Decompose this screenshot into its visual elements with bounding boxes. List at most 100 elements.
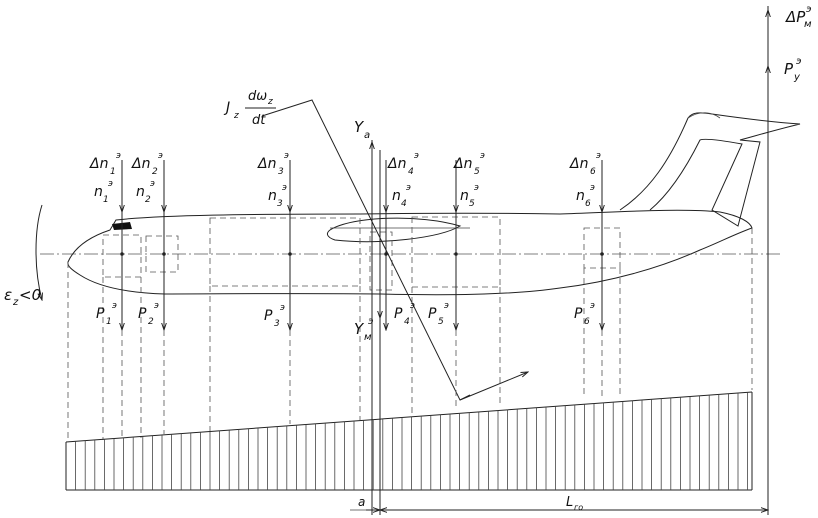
svg-text:э: э [108,179,113,189]
tail-tip [687,112,721,119]
svg-text:Δn: Δn [569,156,588,172]
svg-text:L: L [566,495,573,510]
load-distribution [65,391,753,491]
svg-text:э: э [368,316,374,327]
svg-text:3: 3 [274,319,280,329]
svg-text:P: P [96,306,105,322]
svg-text:6: 6 [584,317,590,327]
station-1-labels: Δn 1 э n 1 э P 1 э [89,151,121,327]
svg-text:Δn: Δn [387,156,406,172]
label-dpm: ΔP м э [785,4,812,30]
svg-text:1: 1 [103,195,109,205]
svg-text:э: э [796,56,802,67]
label-ym: Y м э [354,316,374,343]
svg-text:J: J [223,100,230,116]
svg-text:6: 6 [590,167,596,177]
svg-text:Δn: Δn [257,156,276,172]
station-force-lines [121,160,603,330]
svg-text:Y: Y [354,320,365,338]
svg-text:dt: dt [252,113,266,128]
svg-text:Δn: Δn [453,156,472,172]
svg-text:Y: Y [354,118,365,136]
svg-text:э: э [590,183,595,193]
label-ya: Y a [354,118,370,141]
label-eps: ε z <0 [4,286,41,308]
svg-text:ε: ε [4,286,12,304]
station-5-labels: Δn 5 э n 5 э P 5 э [428,151,485,327]
svg-text:Δn: Δn [89,156,108,172]
svg-text:э: э [280,303,285,313]
svg-text:z: z [233,111,239,121]
svg-text:э: э [406,183,411,193]
svg-text:z: z [267,97,273,107]
moment-line [261,99,471,401]
svg-text:4: 4 [408,167,414,177]
svg-text:2: 2 [145,195,151,205]
svg-text:<0: <0 [19,286,41,304]
svg-text:n: n [460,188,469,204]
tail-fin [619,112,801,227]
svg-text:э: э [158,151,163,161]
label-l: L го [566,495,583,512]
svg-text:1: 1 [110,167,116,177]
svg-text:5: 5 [438,317,444,327]
svg-text:z: z [12,297,19,308]
svg-text:P: P [428,306,437,322]
svg-text:м: м [364,332,372,343]
label-a: a [358,495,365,509]
station-labels: Δn 1 э n 1 э P 1 э Δn 2 э n 2 э P 2 э Δn… [89,151,601,329]
moment-arrow [459,372,528,401]
wing-outline [326,217,462,243]
svg-text:a: a [364,130,370,141]
svg-text:э: э [596,151,601,161]
svg-text:у: у [793,72,801,83]
svg-text:э: э [150,179,155,189]
svg-text:го: го [574,503,583,512]
projection-lines [67,228,753,442]
svg-text:P: P [784,60,794,78]
svg-text:1: 1 [106,317,112,327]
svg-text:2: 2 [152,167,158,177]
station-arrows [122,198,602,330]
fuselage-outline [67,209,753,296]
svg-text:dω: dω [248,89,267,104]
label-moment: J z dω z dt [223,89,276,128]
svg-text:4: 4 [401,199,407,209]
svg-text:P: P [394,306,403,322]
svg-text:4: 4 [404,317,410,327]
svg-text:э: э [590,301,595,311]
station-4-labels: Δn 4 э n 4 э P 4 э [387,151,419,327]
svg-text:n: n [94,184,103,200]
svg-text:э: э [116,151,121,161]
svg-text:5: 5 [474,167,480,177]
svg-text:э: э [474,183,479,193]
svg-text:6: 6 [585,199,591,209]
svg-text:э: э [112,301,117,311]
svg-text:3: 3 [277,199,283,209]
mass-points [120,252,604,256]
svg-text:P: P [264,308,273,324]
svg-text:э: э [410,301,415,311]
svg-text:э: э [282,183,287,193]
svg-text:э: э [154,301,159,311]
svg-text:5: 5 [469,199,475,209]
station-6-labels: Δn 6 э n 6 э P 6 э [569,151,601,327]
svg-text:э: э [444,301,449,311]
rotation-arc [35,204,42,300]
svg-text:э: э [480,151,485,161]
svg-text:n: n [268,188,277,204]
svg-text:3: 3 [278,167,284,177]
svg-text:ΔP: ΔP [785,8,806,26]
svg-text:2: 2 [148,317,154,327]
svg-text:Δn: Δn [131,156,150,172]
svg-text:n: n [392,188,401,204]
svg-text:n: n [136,184,145,200]
svg-text:э: э [806,4,812,15]
svg-text:э: э [414,151,419,161]
svg-text:м: м [804,19,812,30]
label-py: P у э [784,56,802,83]
station-3-labels: Δn 3 э n 3 э P 3 э [257,151,289,329]
svg-text:э: э [284,151,289,161]
